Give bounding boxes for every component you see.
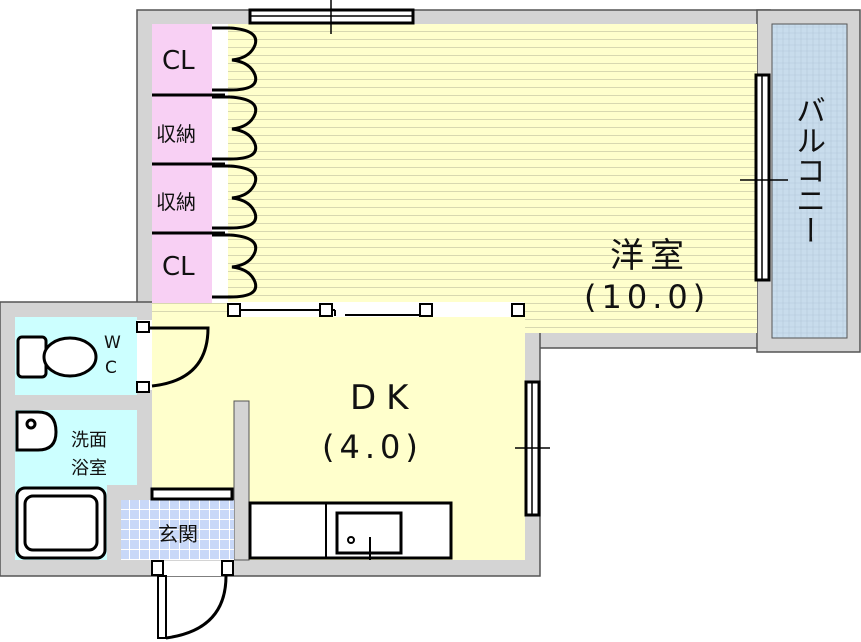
entrance-floor xyxy=(121,500,234,560)
balcony-floor xyxy=(771,23,848,339)
balcony-label: バルコニー xyxy=(790,95,825,245)
western-room-size: (10.0) xyxy=(584,278,711,316)
partition-wall xyxy=(233,400,250,561)
dk-size: (4.0) xyxy=(322,428,423,466)
entrance-door xyxy=(151,560,234,640)
sliding-door-dk xyxy=(227,302,525,317)
western-room-floor xyxy=(152,24,757,333)
folding-doors xyxy=(212,26,258,299)
window-top xyxy=(248,0,415,34)
wc-label-w: W xyxy=(104,333,121,353)
dk-name: DK xyxy=(350,378,419,418)
wc-door xyxy=(136,321,210,393)
entrance-label: 玄関 xyxy=(158,522,198,546)
closets xyxy=(152,24,228,303)
storage-1-label: 収納 xyxy=(156,122,196,146)
window-dk xyxy=(515,380,550,517)
toilet-icon xyxy=(16,335,98,379)
western-room-name: 洋室 xyxy=(610,236,690,276)
window-balcony xyxy=(740,73,788,282)
closet-top-label: CL xyxy=(162,46,195,76)
kitchen-counter xyxy=(248,501,453,560)
shoe-rack xyxy=(150,487,234,501)
washroom-label-2: 浴室 xyxy=(71,458,107,479)
washbasin-icon xyxy=(15,410,58,452)
storage-2-label: 収納 xyxy=(156,190,196,214)
wc-label-c: C xyxy=(105,358,117,378)
washroom-label-1: 洗面 xyxy=(71,430,107,451)
closet-bottom-label: CL xyxy=(162,252,195,282)
bathtub-icon xyxy=(15,486,107,560)
